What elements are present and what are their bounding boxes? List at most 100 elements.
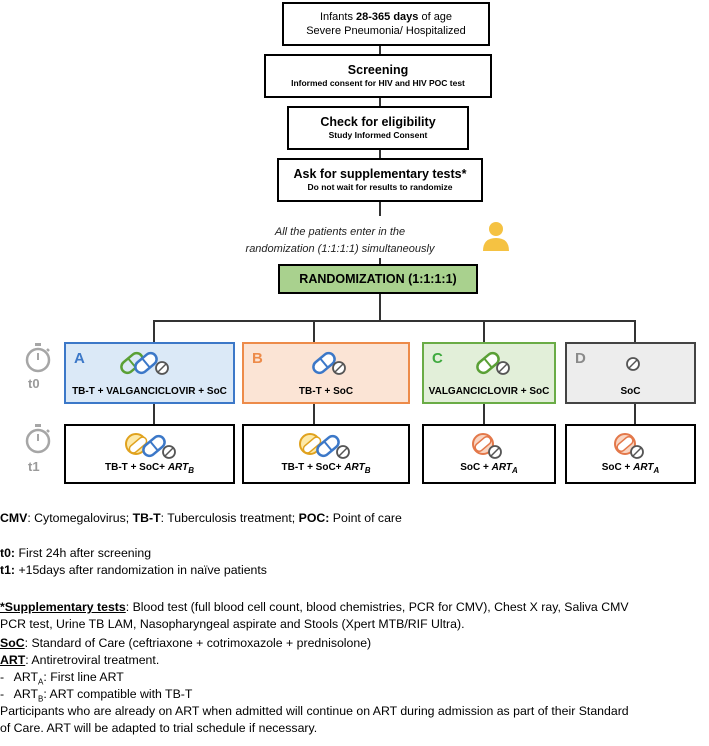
cmv-abbr: CMV — [0, 511, 28, 525]
capsule-icon — [125, 433, 176, 459]
supp-abbr: *Supplementary tests — [0, 600, 126, 614]
capsule-icon — [312, 351, 346, 375]
eligibility-subtitle: Study Informed Consent — [328, 130, 428, 140]
connector — [153, 404, 155, 424]
randomization-box: RANDOMIZATION (1:1:1:1) — [278, 264, 478, 294]
connector — [483, 404, 485, 424]
connector — [379, 150, 381, 158]
screening-title: Screening — [347, 63, 409, 77]
randomization-note: All the patients enter in the randomizat… — [200, 224, 480, 258]
arm-b-t1-box: TB-T + SoC+ ARTB — [242, 424, 410, 484]
abbreviations-line: CMV: Cytomegalovirus; TB-T: Tuberculosis… — [0, 510, 709, 527]
soc-definition: SoC: Standard of Care (ceftriaxone + cot… — [0, 635, 709, 652]
supp-def-1: : Blood test (full blood cell count, blo… — [125, 600, 629, 614]
t0-label: t0 — [28, 376, 40, 391]
connector — [313, 404, 315, 424]
supplementary-box: Ask for supplementary tests* Do not wait… — [277, 158, 483, 202]
t1-def: +15days after randomization in naïve pat… — [15, 563, 267, 577]
connector — [634, 404, 636, 424]
note-line-1: All the patients enter in the — [274, 226, 406, 238]
arm-d-art: ART — [633, 462, 654, 473]
tbt-def: : Tuberculosis treatment; — [160, 511, 299, 525]
connector — [153, 320, 635, 322]
participants-line-1: Participants who are already on ART when… — [0, 704, 629, 718]
capsule-icon — [472, 433, 502, 459]
soc-def: : Standard of Care (ceftriaxone + cotrim… — [24, 636, 372, 650]
cmv-def: : Cytomegalovirus; — [27, 511, 133, 525]
arm-d-art-sub: A — [653, 466, 660, 475]
arm-a-art-sub: B — [188, 466, 194, 475]
capsule-icon — [614, 433, 644, 459]
arm-a-art: ART — [167, 462, 189, 473]
screening-box: Screening Informed consent for HIV and H… — [264, 54, 492, 98]
arm-b-letter: B — [252, 350, 263, 367]
participants-line-2: of Care. ART will be adapted to trial sc… — [0, 720, 318, 735]
arm-c-t1-box: SoC + ARTA — [422, 424, 556, 484]
infants-condition: Severe Pneumonia/ Hospitalized — [306, 25, 466, 37]
arm-c-art: ART — [491, 462, 512, 473]
arm-d-t1-box: SoC + ARTA — [565, 424, 696, 484]
age-range: 28-365 days — [356, 11, 419, 23]
arm-d-t1-text: SoC + ARTA — [567, 462, 694, 475]
arm-a-t1-text: TB-T + SoC+ ARTB — [66, 462, 233, 475]
arm-c-t1-text: SoC + ARTA — [424, 462, 554, 475]
arm-d-t0-text: SoC — [620, 386, 641, 397]
art-a-definition: - ARTA: First line ART — [0, 669, 709, 691]
connector — [379, 46, 381, 54]
tablet-icon — [626, 357, 640, 371]
arm-d-t0-box: D SoC — [565, 342, 696, 404]
arm-b-t0-box: B TB-T + SoC — [242, 342, 410, 404]
arm-c-t0-text: VALGANCICLOVIR + SoC — [428, 386, 550, 397]
art-abbr: ART — [0, 653, 26, 667]
infants-text: Infants — [319, 11, 357, 23]
t0-def: First 24h after screening — [15, 546, 152, 560]
connector — [313, 320, 315, 342]
art-b-abbr: - ART — [0, 687, 39, 701]
poc-def: Point of care — [329, 511, 402, 525]
art-b-sub: B — [38, 694, 44, 704]
art-def: : Antiretroviral treatment. — [25, 653, 160, 667]
art-a-sub: A — [38, 677, 44, 687]
t1-abbr: t1: — [0, 563, 16, 577]
connector — [379, 98, 381, 106]
supplementary-definition: *Supplementary tests: Blood test (full b… — [0, 599, 709, 632]
person-icon — [483, 222, 509, 251]
t0-definition: t0: First 24h after screening — [0, 545, 709, 562]
art-b-definition: - ARTB: ART compatible with TB-T — [0, 686, 709, 708]
art-a-def: : First line ART — [43, 670, 124, 684]
participants-note: Participants who are already on ART when… — [0, 703, 709, 736]
arm-a-t1-box: TB-T + SoC+ ARTB — [64, 424, 235, 484]
arm-b-art: ART — [344, 462, 365, 473]
connector — [483, 320, 485, 342]
eligibility-title: Check for eligibility — [320, 115, 436, 129]
arm-c-letter: C — [432, 350, 443, 367]
tbt-abbr: TB-T — [132, 511, 161, 525]
arm-c-art-sub: A — [512, 466, 518, 475]
art-definition: ART: Antiretroviral treatment. — [0, 652, 709, 669]
arm-d-t1-label: SoC + — [601, 462, 634, 473]
supp-def-2: PCR test, Urine TB LAM, Nasopharyngeal a… — [0, 616, 465, 631]
capsule-icon — [120, 351, 169, 375]
t0-abbr: t0: — [0, 546, 16, 560]
connector — [379, 258, 381, 264]
supplementary-subtitle: Do not wait for results to randomize — [307, 182, 453, 192]
connector — [379, 294, 381, 320]
arm-b-t0-text: TB-T + SoC — [298, 386, 354, 397]
t1-label: t1 — [28, 459, 40, 474]
capsule-icon — [476, 351, 510, 375]
screening-subtitle: Informed consent for HIV and HIV POC tes… — [291, 78, 465, 88]
arm-b-t1-label: TB-T + SoC+ — [281, 462, 345, 473]
arm-a-t0-box: A TB-T + VALGANCICLOVIR + SoC — [64, 342, 235, 404]
stopwatch-icon — [25, 424, 51, 454]
supplementary-title: Ask for supplementary tests* — [293, 167, 467, 181]
arm-c-t0-box: C VALGANCICLOVIR + SoC — [422, 342, 556, 404]
randomization-label: RANDOMIZATION (1:1:1:1) — [299, 271, 457, 286]
connector — [379, 202, 381, 216]
arm-d-letter: D — [575, 350, 586, 367]
capsule-icon — [299, 433, 350, 459]
arm-a-t1-label: TB-T + SoC+ — [105, 462, 168, 473]
arm-b-t1-text: TB-T + SoC+ ARTB — [244, 462, 408, 475]
infants-suffix: of age — [418, 11, 453, 23]
arm-c-t1-label: SoC + — [460, 462, 492, 473]
connector — [153, 320, 155, 342]
